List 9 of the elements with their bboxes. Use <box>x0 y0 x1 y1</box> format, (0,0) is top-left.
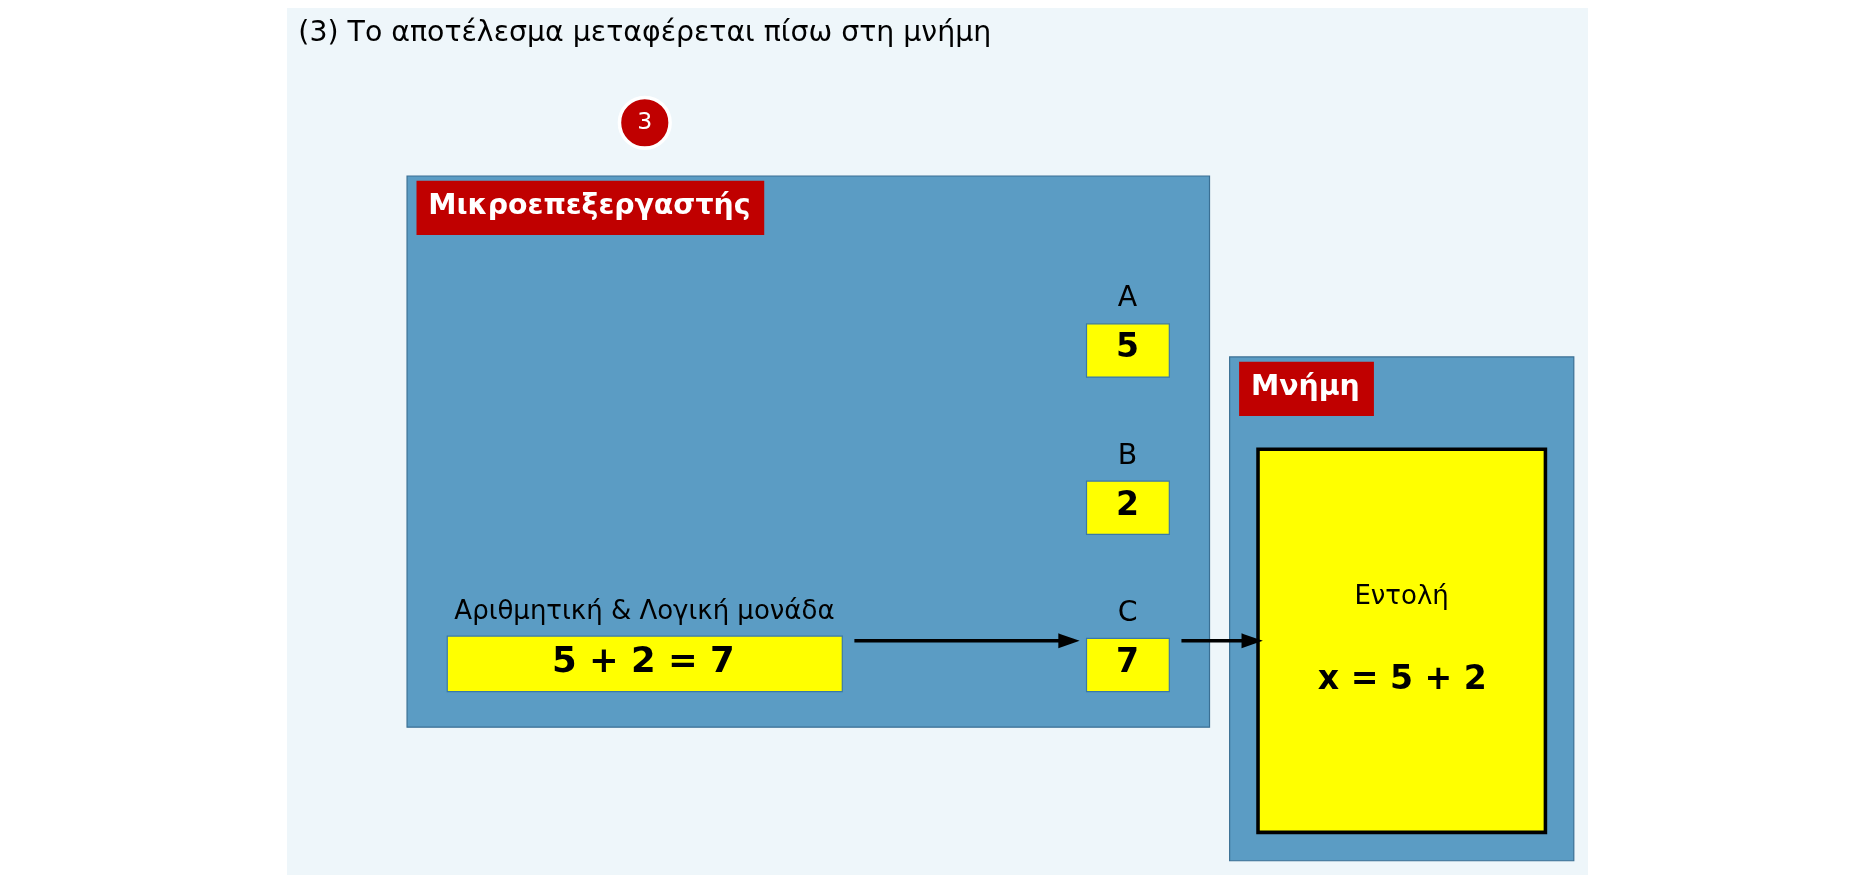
arrow <box>1181 633 1263 649</box>
arrow <box>854 633 1080 649</box>
node-box: Εντολή x = 5 + 2 <box>1256 447 1548 835</box>
label: (3) Το αποτέλεσμα μεταφέρεται πίσω στη μνήμη <box>298 15 992 49</box>
node-label: A <box>1117 280 1138 314</box>
node-label: Αριθμητική & Λογική μονάδα <box>454 595 835 626</box>
node-label: C <box>1117 594 1138 628</box>
node-circle: 3 <box>617 95 672 150</box>
node-label: B <box>1117 437 1138 471</box>
